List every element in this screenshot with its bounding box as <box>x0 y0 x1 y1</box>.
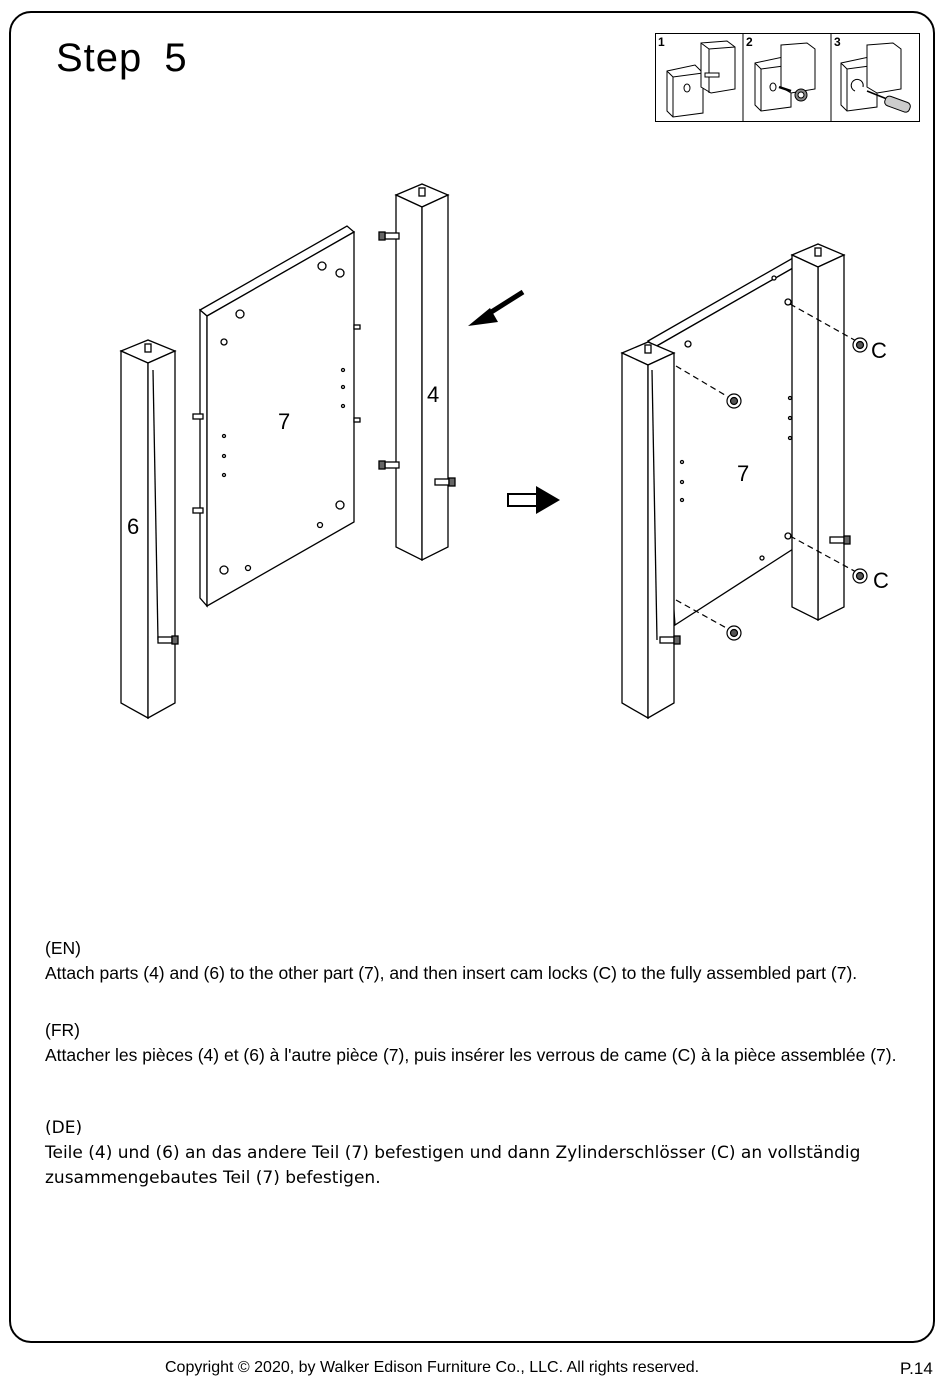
instructions-fr: (FR) Attacher les pièces (4) et (6) à l'… <box>45 1018 915 1068</box>
cam-bolt-insert-icon <box>666 40 736 118</box>
screwdriver-tighten-icon <box>840 42 911 113</box>
panel-part-7 <box>192 225 361 608</box>
cam-locks <box>675 303 868 641</box>
label-part-7: 7 <box>278 409 290 434</box>
instructions-de: (DE) Teile (4) und (6) an das andere Tei… <box>45 1116 905 1191</box>
legend-panel-2-number: 2 <box>746 35 753 49</box>
copyright-footer: Copyright © 2020, by Walker Edison Furni… <box>165 1359 700 1376</box>
instructions-en: (EN) Attach parts (4) and (6) to the oth… <box>45 936 905 986</box>
page-border <box>9 11 935 1343</box>
instructions-en-text: Attach parts (4) and (6) to the other pa… <box>45 963 858 983</box>
label-cam-lock-bottom: C <box>873 568 889 593</box>
assembly-illustration: 6 7 4 7 C C <box>119 183 889 720</box>
instructions-fr-heading: (FR) <box>45 1020 80 1040</box>
label-assembled-part-7: 7 <box>737 461 749 486</box>
instructions-fr-text: Attacher les pièces (4) et (6) à l'autre… <box>45 1045 897 1065</box>
legend-panel-3-number: 3 <box>834 35 841 49</box>
assembled-unit <box>620 243 851 720</box>
label-cam-lock-top: C <box>871 338 887 363</box>
legend-panel-1-number: 1 <box>658 35 665 49</box>
leg-part-4 <box>378 183 456 562</box>
hardware-legend: 1 2 3 <box>655 33 920 122</box>
instructions-en-heading: (EN) <box>45 938 81 958</box>
leg-part-6 <box>119 339 179 720</box>
label-part-6: 6 <box>127 514 139 539</box>
arrow-attach-icon <box>468 289 525 326</box>
page-number: P.14 <box>900 1359 933 1378</box>
cam-lock-insert-icon <box>754 42 816 112</box>
arrow-next-icon <box>507 486 560 514</box>
instructions-de-heading: (DE) <box>45 1118 83 1138</box>
instructions-de-text: Teile (4) und (6) an das andere Teil (7)… <box>45 1143 861 1188</box>
step-title: Step 5 <box>56 36 188 80</box>
label-part-4: 4 <box>427 382 439 407</box>
